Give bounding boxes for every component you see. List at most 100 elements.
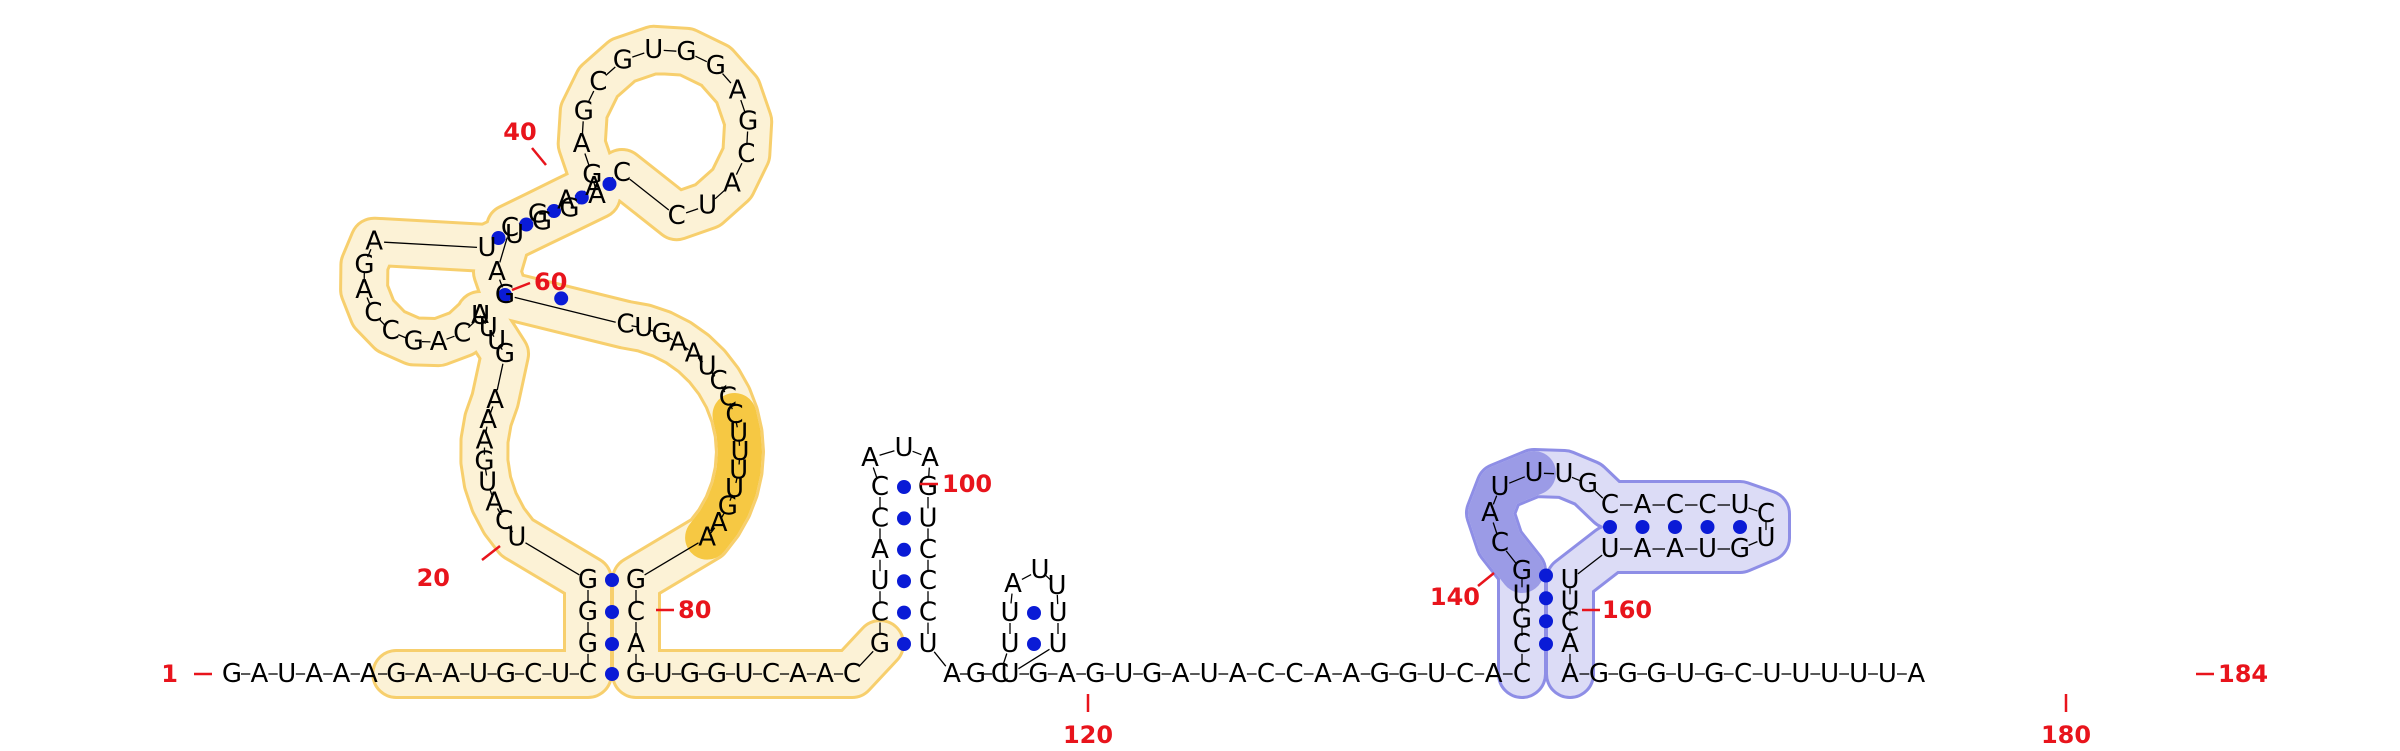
nucleotide: G <box>1085 659 1105 689</box>
backbone-link <box>384 241 478 249</box>
nucleotide: G <box>626 565 646 595</box>
backbone-link <box>581 121 584 135</box>
nucleotide: A <box>1561 629 1579 659</box>
nucleotide: G <box>613 45 633 75</box>
nucleotide: G <box>1578 469 1598 499</box>
backbone-link <box>710 370 716 377</box>
nucleotide: C <box>1285 659 1303 689</box>
nucleotide: U <box>1047 571 1066 601</box>
backbone-link <box>366 297 371 306</box>
nucleotide: C <box>453 318 471 348</box>
nucleotide: G <box>496 659 516 689</box>
nucleotide: A <box>442 659 460 689</box>
position-label-140: 140 <box>1430 583 1480 611</box>
nucleotide: A <box>1634 534 1652 564</box>
nucleotide: G <box>1704 659 1724 689</box>
base-pair-dots <box>491 177 1747 681</box>
backbone-link <box>1577 554 1603 575</box>
nucleotide: A <box>476 426 494 456</box>
nucleotide: U <box>277 659 296 689</box>
base-pair-dot <box>897 511 911 526</box>
nucleotide: U <box>1554 459 1573 489</box>
backbone-link <box>398 334 407 339</box>
nucleotide: G <box>870 629 890 659</box>
nucleotide: C <box>613 158 631 188</box>
backbone-link <box>644 542 699 576</box>
base-pair-dot <box>574 190 589 205</box>
nucleotide: C <box>1513 629 1531 659</box>
backbone-link <box>735 162 743 175</box>
nucleotide: U <box>507 523 526 553</box>
position-tick <box>1477 572 1495 587</box>
nucleotide: U <box>894 433 913 463</box>
nucleotide: A <box>1058 659 1076 689</box>
nucleotide: U <box>1878 659 1897 689</box>
nucleotide: A <box>360 659 378 689</box>
backbone-link <box>697 357 704 363</box>
nucleotide: U <box>1560 565 1579 595</box>
base-pair-dot <box>1733 520 1747 534</box>
nucleotide: C <box>919 566 937 596</box>
backbone-link <box>1505 550 1517 564</box>
nucleotide: U <box>725 474 744 504</box>
nucleotide: U <box>1762 659 1781 689</box>
nucleotide: G <box>578 565 598 595</box>
nucleotide: C <box>668 201 686 231</box>
nucleotide: G <box>1512 605 1532 635</box>
nucleotide: A <box>921 443 939 473</box>
backbone-link <box>367 249 372 258</box>
backbone-link <box>1748 507 1758 512</box>
nucleotide: A <box>861 443 879 473</box>
nucleotide: A <box>1561 659 1579 689</box>
backbone-link <box>485 426 488 434</box>
nucleotide: C <box>382 316 400 346</box>
backbone-link <box>1748 541 1758 546</box>
nucleotide: A <box>710 508 728 538</box>
base-pair-dot <box>605 637 619 651</box>
nucleotide: U <box>1000 659 1019 689</box>
nucleotide: A <box>1481 498 1499 528</box>
nucleotide: U <box>551 659 570 689</box>
nucleotide: U <box>698 351 717 381</box>
nucleotide: G <box>578 629 598 659</box>
backbone-link <box>735 476 738 484</box>
base-pair-dot <box>897 542 911 557</box>
nucleotide: G <box>676 37 696 67</box>
nucleotide: A <box>488 257 506 287</box>
nucleotide: U <box>918 503 937 533</box>
nucleotide: A <box>557 186 575 216</box>
backbone-link <box>1594 490 1604 499</box>
backbone-link <box>605 66 616 76</box>
nucleotide: A <box>333 659 351 689</box>
backbone-link <box>721 511 726 518</box>
nucleotide: U <box>1524 458 1543 488</box>
nucleotide: G <box>528 199 548 229</box>
nucleotide: U <box>734 659 753 689</box>
position-tick <box>531 147 547 166</box>
nucleotide: A <box>486 385 504 415</box>
position-label-180: 180 <box>2041 721 2091 749</box>
base-pair-dot <box>1027 606 1041 620</box>
backbone-link <box>1492 522 1498 534</box>
backbone-link <box>649 329 656 333</box>
nucleotide: C <box>1734 659 1752 689</box>
backbone-link <box>928 467 930 478</box>
backbone-link <box>482 318 487 325</box>
nucleotide: U <box>698 190 717 220</box>
backbone-link <box>499 237 508 263</box>
base-pair-dot <box>1603 520 1617 534</box>
nucleotide: C <box>495 506 513 536</box>
nucleotide: G <box>1730 534 1750 564</box>
base-pair-dot <box>1539 614 1553 629</box>
nucleotide: A <box>729 76 747 106</box>
nucleotide: C <box>627 597 645 627</box>
nucleotide: C <box>1757 499 1775 529</box>
nucleotide: U <box>730 437 749 467</box>
nucleotide: C <box>843 659 861 689</box>
nucleotide: C <box>991 659 1009 689</box>
nucleotide: A <box>1172 659 1190 689</box>
base-pair-dot <box>1700 520 1715 534</box>
backbone-link <box>735 420 738 428</box>
